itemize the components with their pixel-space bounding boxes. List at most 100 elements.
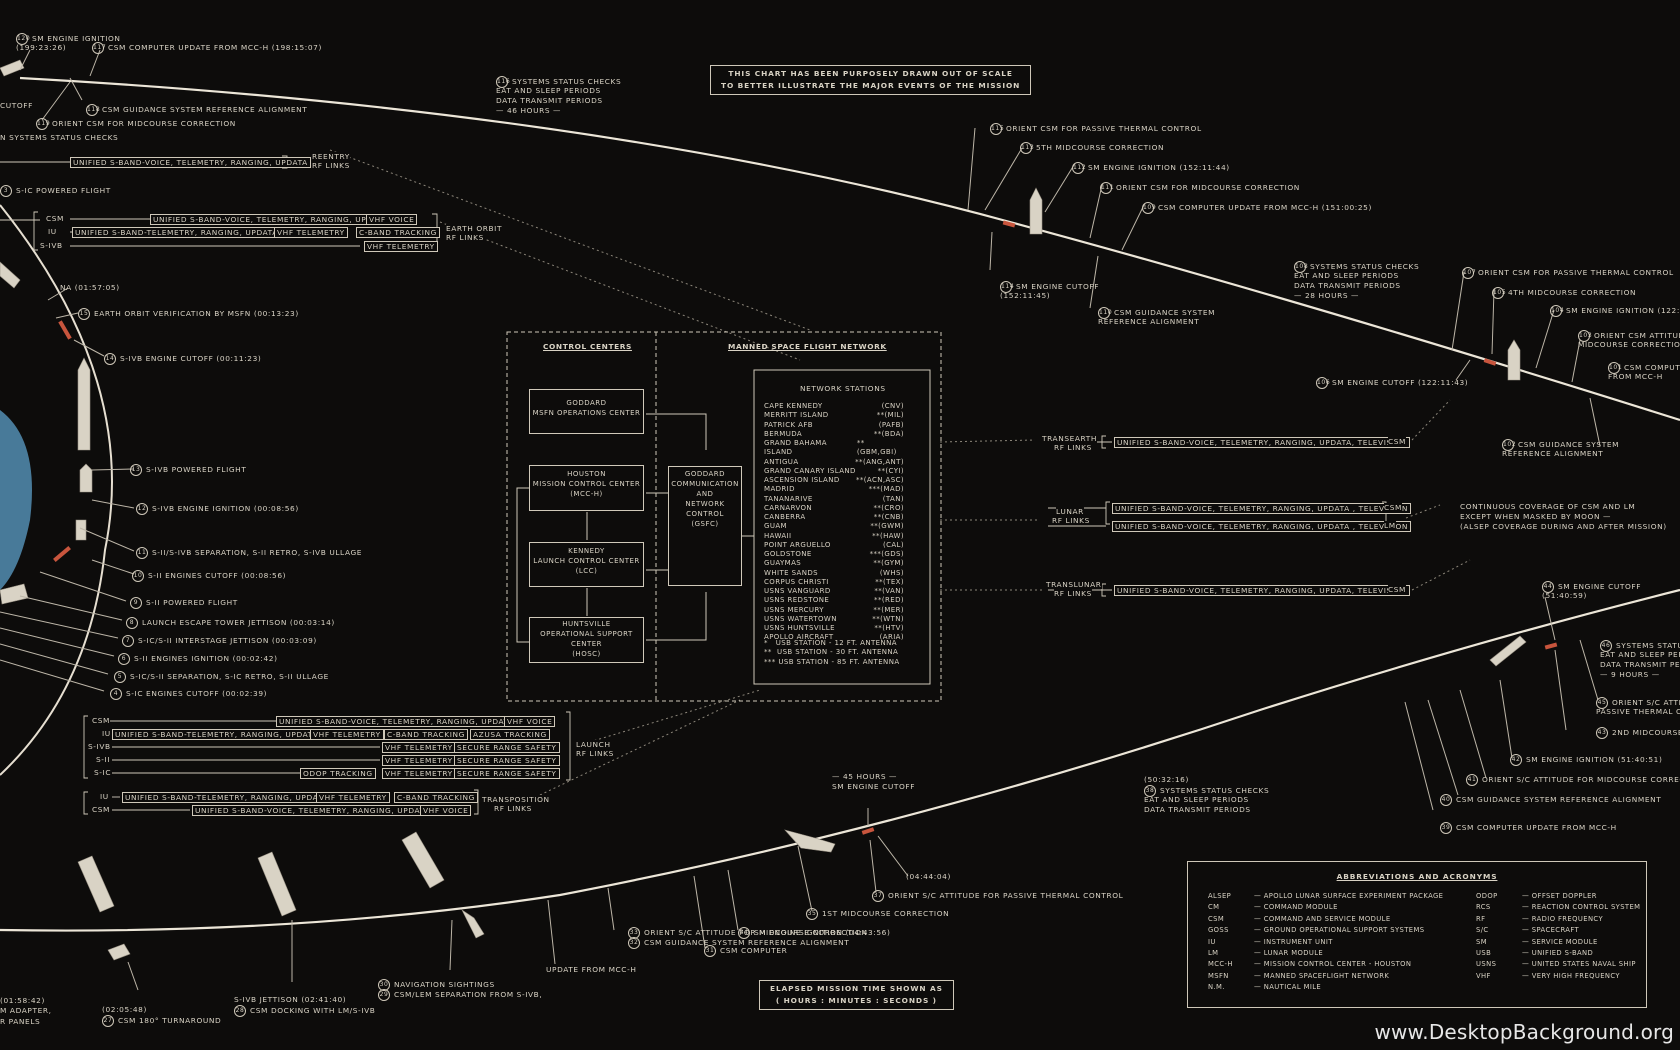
event-number: 120 (16, 33, 30, 45)
spacecraft-sketch (77, 357, 91, 451)
station-row: TANANARIVE (TAN) (764, 495, 904, 504)
leader-line (19, 595, 123, 621)
event-label: (01:58:42) (0, 996, 45, 1005)
event-number: 3 (0, 185, 12, 197)
rf-link-vehicle: S-II (96, 755, 111, 764)
event-text: S-IC/S-II SEPARATION, S-IC RETRO, S-II U… (130, 672, 329, 681)
event-text: MIDCOURSE CORRECTION (1578, 340, 1680, 349)
event-label: (50:32:16) (1144, 775, 1189, 784)
event-number: 45 (1596, 697, 1608, 709)
event-label: PASSIVE THERMAL C (1596, 707, 1680, 716)
station-name: TANANARIVE (764, 494, 813, 503)
rf-link-path: UNIFIED S-BAND-VOICE, TELEMETRY, RANGING… (1114, 437, 1411, 448)
event-text: R PANELS (0, 1017, 41, 1026)
station-footnotes: * USB STATION - 12 FT. ANTENNA** USB STA… (764, 639, 900, 667)
station-name: PATRICK AFB (764, 420, 813, 429)
event-number: 31 (704, 945, 716, 957)
earth-orbit-arc (0, 204, 113, 776)
event-label: EAT AND SLEEP PERIODS (496, 86, 601, 95)
rf-link-path: VHF TELEMETRY (382, 742, 456, 753)
rf-link-path: VHF TELEMETRY (310, 729, 384, 740)
leader-line (0, 643, 109, 675)
station-row: USNS MERCURY**(MER) (764, 606, 904, 615)
event-text: CSM DOCKING WITH LM/S-IVB (250, 1006, 376, 1015)
event-label: EXCEPT WHEN MASKED BY MOON — (1460, 512, 1611, 521)
thrust-mark (58, 320, 72, 340)
station-code: (TAN) (882, 494, 904, 503)
event-text: S-II ENGINES IGNITION (00:02:42) (134, 654, 278, 663)
event-number: 102 (1502, 439, 1516, 451)
station-name: CAPE KENNEDY (764, 402, 823, 410)
station-row: ANTIGUA**(ANG,ANT) (764, 458, 904, 467)
rf-link-title: RF LINKS (576, 749, 614, 758)
station-code: ***(MAD) (868, 485, 904, 494)
leader-line (1427, 699, 1459, 796)
station-code: (CAL) (882, 540, 904, 549)
rf-link-title: RF LINKS (494, 804, 532, 813)
rf-link-title: RF LINKS (1054, 589, 1092, 598)
event-text: — 28 HOURS — (1294, 291, 1360, 300)
event-text: — 9 HOURS — (1600, 670, 1660, 679)
rf-link-title: TRANSEARTH (1042, 434, 1098, 443)
event-number: 101 (1608, 362, 1622, 374)
station-name: APOLLO AIRCRAFT (764, 633, 834, 642)
station-code: **(CYI) (877, 466, 904, 475)
event-number: 38 (1144, 785, 1156, 797)
event-text: ORIENT S/C ATTITUDE FOR MIDCOURSE CORREC… (644, 928, 868, 937)
spacecraft-sketch (75, 519, 87, 541)
event-text: (04:44:04) (906, 872, 951, 881)
station-code: (ARIA) (879, 633, 904, 642)
station-code: **(CNB) (873, 513, 904, 521)
event-number: 9 (130, 597, 142, 609)
network-link-dotted (1411, 559, 1471, 591)
event-label: (51:40:59) (1542, 591, 1587, 600)
abbreviation-key: USNS (1476, 960, 1497, 969)
event-text: CSM/LEM SEPARATION FROM S-IVB, (394, 990, 543, 999)
houston-box: HOUSTON MISSION CONTROL CENTER (MCC-H) (529, 465, 644, 511)
abbreviation-row: IU— INSTRUMENT UNIT (1208, 937, 1443, 948)
station-code: **(RED) (874, 596, 904, 605)
event-text: CSM COMPUTER UPDATE FROM MCC-H (151:00:2… (1158, 203, 1372, 212)
station-code: **(HTV) (874, 624, 904, 632)
station-name: GRAND BAHAMA ISLAND (764, 439, 827, 457)
rf-link-path: VHF TELEMETRY (364, 241, 438, 252)
event-label: (02:05:48) (102, 1005, 147, 1014)
rf-link-path: SECURE RANGE SAFETY (454, 742, 560, 753)
event-text: (01:58:42) (0, 996, 45, 1005)
leader-line (1554, 649, 1567, 731)
event-number: 28 (234, 1005, 246, 1017)
goddard-comm-box: GODDARD COMMUNICATION AND NETWORK CONTRO… (668, 466, 742, 586)
event-label: REFERENCE ALIGNMENT (1098, 317, 1199, 326)
station-row: CANBERRA**(CNB) (764, 513, 904, 522)
station-code: **(VAN) (874, 587, 904, 595)
abbreviation-meaning: — UNIFIED S-BAND (1522, 949, 1594, 958)
abbreviation-meaning: — MISSION CONTROL CENTER - HOUSTON (1254, 960, 1412, 969)
station-code: **(MER) (873, 605, 904, 614)
event-label: EAT AND SLEEP PERIOD (1600, 650, 1680, 659)
leader-line (1579, 639, 1599, 701)
event-label: CONTINUOUS COVERAGE OF CSM AND LM (1460, 502, 1635, 511)
event-label: EAT AND SLEEP PERIODS (1144, 795, 1249, 804)
abbreviation-key: SM (1476, 937, 1487, 946)
rf-bracket (474, 789, 479, 815)
network-link-dotted (579, 689, 761, 746)
event-number: 111 (1100, 182, 1114, 194)
station-footnote: * USB STATION - 12 FT. ANTENNA (764, 639, 897, 647)
event-number: 14 (104, 353, 116, 365)
translunar-trajectory (0, 588, 1680, 932)
leader-line (1044, 164, 1075, 213)
station-code: **(CRO) (873, 503, 904, 512)
rf-link-path: VHF TELEMETRY (382, 755, 456, 766)
abbreviation-key: GOSS (1208, 926, 1229, 935)
event-text: SM ENGINE IGNITION (152:11:44) (1088, 163, 1230, 172)
event-text: 2ND MIDCOURSE CORRECTI (1612, 728, 1680, 737)
